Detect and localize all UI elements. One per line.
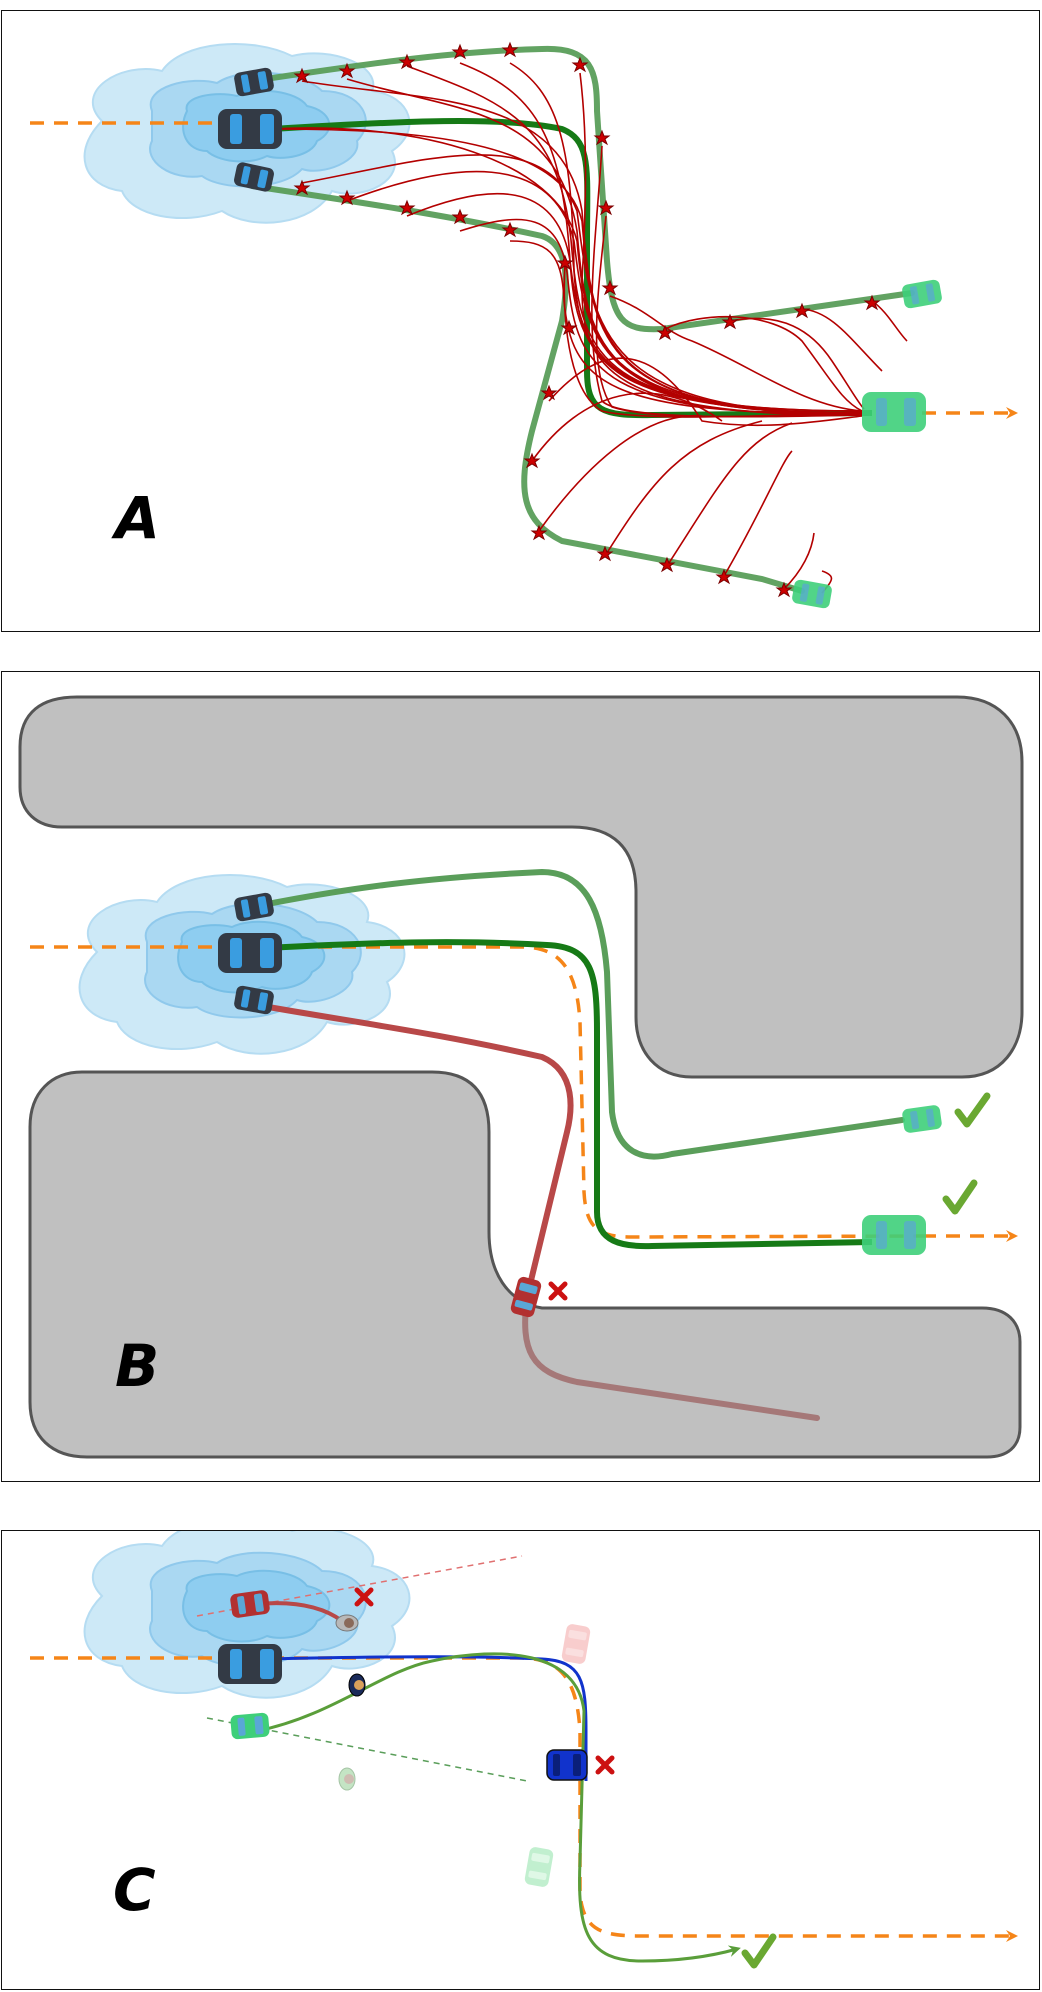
pedestrian-icon xyxy=(338,1767,356,1791)
blue-path xyxy=(266,1655,588,1781)
panel-c-canvas xyxy=(30,1531,1018,1969)
panel-label-a: A xyxy=(115,484,160,552)
panel-label-b: B xyxy=(115,1332,160,1400)
cross-icon xyxy=(595,1755,615,1775)
obstacle-top xyxy=(18,695,1024,1079)
success-path xyxy=(256,1652,741,1963)
goal-car-icon xyxy=(902,279,942,309)
blue-car-icon xyxy=(546,1749,588,1781)
cross-icon xyxy=(548,1281,568,1301)
goal-car-icon xyxy=(862,1215,926,1255)
panel-a-canvas xyxy=(30,41,1018,609)
pedestrian-icon xyxy=(335,1614,359,1632)
waypoint-markers xyxy=(293,41,881,598)
green-car-icon xyxy=(230,1712,270,1740)
cross-icon xyxy=(354,1587,374,1607)
sample-car-icon xyxy=(234,162,274,192)
ego-car-icon xyxy=(218,1644,282,1684)
sample-car-icon xyxy=(234,985,274,1015)
reference-path xyxy=(30,1656,1018,1942)
panel-label-c: C xyxy=(113,1856,156,1924)
planned-path xyxy=(266,939,873,1250)
ego-car-icon xyxy=(218,109,282,149)
goal-car-icon xyxy=(862,392,926,432)
collided-car-icon xyxy=(510,1276,542,1318)
checkmark-icon xyxy=(942,1179,978,1215)
panel-a: A xyxy=(1,10,1040,632)
sample-car-icon xyxy=(234,67,274,97)
collision-path xyxy=(254,1002,574,1300)
rollout-paths xyxy=(271,62,908,594)
sample-car-icon xyxy=(234,892,274,922)
panel-b: B xyxy=(1,671,1040,1482)
panel-c: C xyxy=(1,1530,1040,1990)
goal-car-icon xyxy=(902,1105,942,1133)
checkmark-icon xyxy=(741,1933,777,1969)
obstacle-bottom xyxy=(28,1070,1022,1459)
checkmark-icon xyxy=(954,1092,991,1128)
planned-path xyxy=(271,118,873,419)
pedestrian-icon xyxy=(348,1673,366,1697)
ghost-car-icon xyxy=(561,1624,591,1664)
sample-paths xyxy=(249,45,915,594)
goal-car-icon xyxy=(792,579,832,609)
sample-path-success xyxy=(249,868,905,1160)
ego-car-icon xyxy=(218,933,282,973)
ghost-car-icon xyxy=(524,1847,554,1887)
panel-b-canvas xyxy=(18,695,1024,1459)
red-car-icon xyxy=(230,1590,270,1618)
